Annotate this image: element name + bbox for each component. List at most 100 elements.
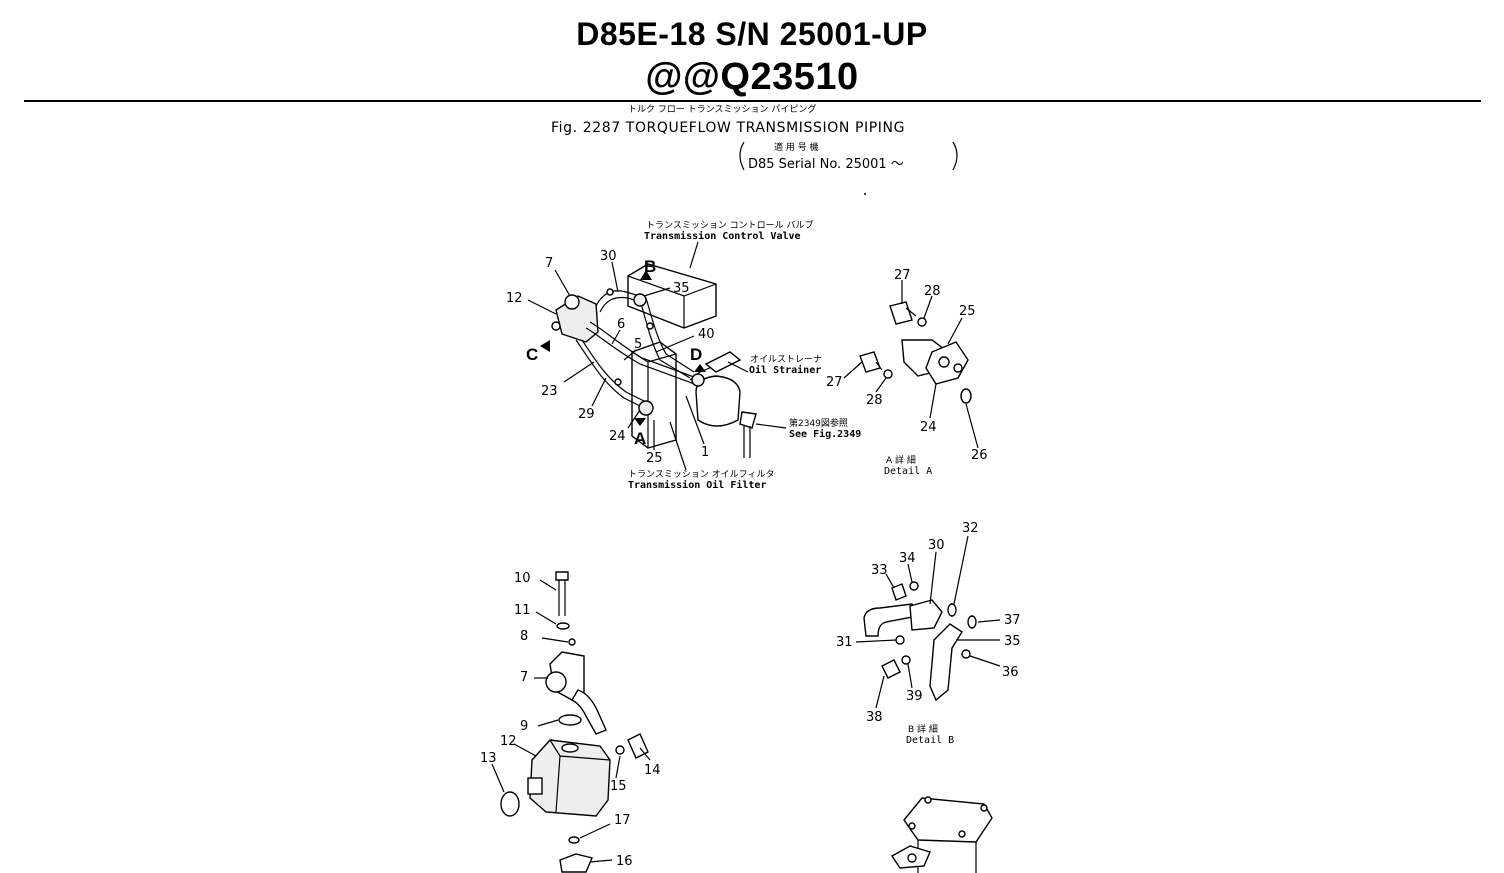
clamp-30 bbox=[606, 288, 614, 296]
pump-body bbox=[555, 295, 599, 343]
detail-b-callout-35: 35 bbox=[1004, 634, 1021, 649]
leader-15 bbox=[615, 755, 621, 779]
bolt-33 bbox=[891, 583, 907, 601]
leader-31 bbox=[855, 639, 897, 643]
flange-16 bbox=[559, 853, 593, 873]
assembly-callout-7: 7 bbox=[520, 670, 528, 685]
view-c-arrow bbox=[540, 340, 550, 352]
leader-10 bbox=[539, 579, 557, 591]
speck-dot bbox=[864, 193, 866, 195]
oring-26 bbox=[960, 388, 972, 404]
leader-32 bbox=[953, 535, 969, 605]
detail-b-drawing bbox=[855, 535, 1001, 709]
view-a-arrow bbox=[634, 418, 646, 426]
callout-23: 23 bbox=[541, 384, 558, 399]
detail-a-callout-27-upper: 27 bbox=[894, 268, 911, 283]
assembly-callout-8: 8 bbox=[520, 629, 528, 644]
oring-17 bbox=[568, 836, 580, 844]
detail-a-caption: Detail A bbox=[884, 466, 932, 477]
leader-24 bbox=[627, 409, 641, 429]
elbow-7-port bbox=[545, 671, 567, 693]
leader-1 bbox=[685, 395, 705, 445]
view-b-arrow bbox=[640, 270, 652, 280]
elbow-7-tube bbox=[571, 689, 607, 735]
control-valve-label: Transmission Control Valve bbox=[644, 230, 801, 242]
leader-5 bbox=[623, 349, 637, 361]
bolt-27-upper-shank bbox=[905, 307, 917, 317]
bolt-27-lower-shank bbox=[875, 361, 883, 371]
pump-flange bbox=[564, 294, 580, 310]
control-valve-edges bbox=[627, 275, 717, 328]
leader-30-b bbox=[929, 551, 937, 605]
detail-a-callout-26: 26 bbox=[971, 448, 988, 463]
callout-25: 25 bbox=[646, 451, 663, 466]
clamp-40 bbox=[646, 322, 654, 330]
leader-7 bbox=[554, 269, 571, 297]
strainer-cover-top bbox=[903, 797, 993, 843]
figure-title: Fig. 2287 TORQUEFLOW TRANSMISSION PIPING bbox=[551, 120, 905, 136]
pipe-29-a bbox=[575, 339, 645, 409]
washer-28-upper bbox=[917, 317, 927, 327]
assembly-callout-12: 12 bbox=[500, 734, 517, 749]
leader-36 bbox=[969, 655, 1001, 667]
callout-1: 1 bbox=[701, 445, 709, 460]
view-a-label: A bbox=[634, 429, 646, 448]
assembly-callout-9: 9 bbox=[520, 719, 528, 734]
bolt-27-lower bbox=[859, 351, 881, 373]
washer-39 bbox=[901, 655, 911, 665]
assembly-callout-11: 11 bbox=[514, 603, 531, 618]
pump-12-edges bbox=[549, 739, 611, 813]
figure-title-jp: トルク フロー トランスミッション パイピング bbox=[628, 103, 816, 115]
detail-b-callout-33: 33 bbox=[871, 563, 888, 578]
callout-5: 5 bbox=[634, 337, 642, 352]
assembly-callout-10: 10 bbox=[514, 571, 531, 586]
view-d-arrow bbox=[694, 364, 706, 372]
detail-a-callout-27-lower: 27 bbox=[826, 375, 843, 390]
detail-b-caption: Detail B bbox=[906, 735, 954, 746]
oil-filter-label-jp: トランスミッション オイルフィルタ bbox=[628, 469, 775, 480]
oil-filter-label: Transmission Oil Filter bbox=[628, 479, 766, 491]
flange-25-bolt-b bbox=[953, 363, 963, 373]
detail-b-caption-jp: B 詳 細 bbox=[908, 723, 938, 735]
oil-strainer-label: Oil Strainer bbox=[749, 364, 821, 376]
tube-30 bbox=[863, 603, 920, 637]
strainer-plate bbox=[704, 351, 742, 373]
detail-b-callout-34: 34 bbox=[899, 551, 916, 566]
strainer-cover-drawing bbox=[890, 796, 993, 873]
leader-13 bbox=[491, 763, 505, 793]
callout-30: 30 bbox=[600, 249, 617, 264]
leader-25-a bbox=[947, 317, 963, 345]
bolt-27-upper bbox=[889, 301, 913, 325]
leader-8 bbox=[541, 637, 569, 643]
pipe-30-b bbox=[599, 296, 641, 313]
main-assembly bbox=[527, 241, 787, 471]
detail-a-drawing bbox=[843, 280, 979, 449]
detail-a-caption-jp: A 詳 細 bbox=[886, 454, 916, 466]
oring-13 bbox=[500, 791, 520, 817]
leader-control-valve bbox=[689, 241, 699, 269]
page-title-code: @@Q23510 bbox=[645, 56, 859, 98]
bolt-10-head bbox=[555, 571, 569, 581]
washer-28-lower bbox=[883, 369, 893, 379]
leader-see-fig bbox=[755, 423, 787, 429]
leader-24-a bbox=[929, 383, 937, 419]
leader-35 bbox=[643, 287, 671, 297]
pipe-29-b bbox=[581, 339, 647, 403]
detail-b-callout-39: 39 bbox=[906, 689, 923, 704]
view-d-label: D bbox=[690, 345, 702, 364]
leader-12-b bbox=[513, 743, 537, 757]
pipe-40-b bbox=[645, 297, 695, 373]
pipe-6-a bbox=[585, 327, 701, 387]
elbow-35 bbox=[929, 623, 963, 702]
leader-28-upper bbox=[923, 295, 933, 319]
detail-a-callout-28-upper: 28 bbox=[924, 284, 941, 299]
page-title-model: D85E-18 S/N 25001-UP bbox=[576, 16, 928, 52]
exploded-assembly-drawing bbox=[491, 571, 651, 873]
washer-36 bbox=[961, 649, 971, 659]
leader-27-lower bbox=[843, 361, 863, 379]
pump-12-inlet bbox=[561, 743, 579, 753]
view-b-label: B bbox=[644, 257, 656, 276]
callout-6: 6 bbox=[617, 317, 625, 332]
fitting-d bbox=[691, 373, 705, 387]
leader-14 bbox=[639, 747, 651, 761]
